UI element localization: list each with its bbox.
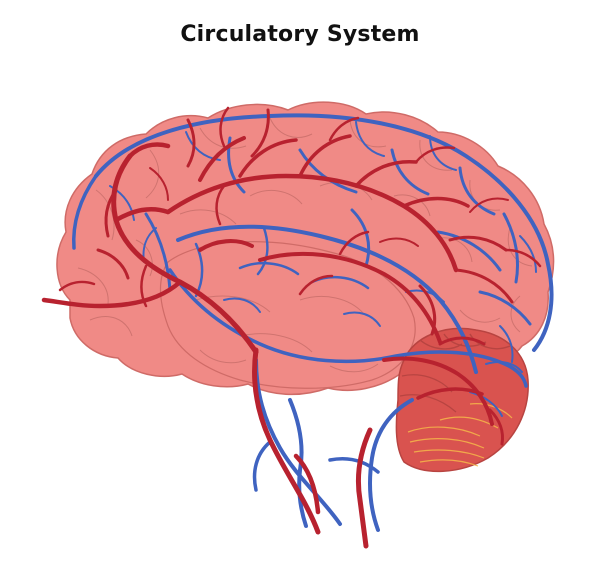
cerebellum-shape — [395, 327, 529, 472]
cerebellum — [395, 327, 529, 472]
arteries — [41, 106, 542, 549]
cerebellum-folia — [407, 403, 513, 467]
page-title: Circulatory System — [180, 22, 420, 47]
